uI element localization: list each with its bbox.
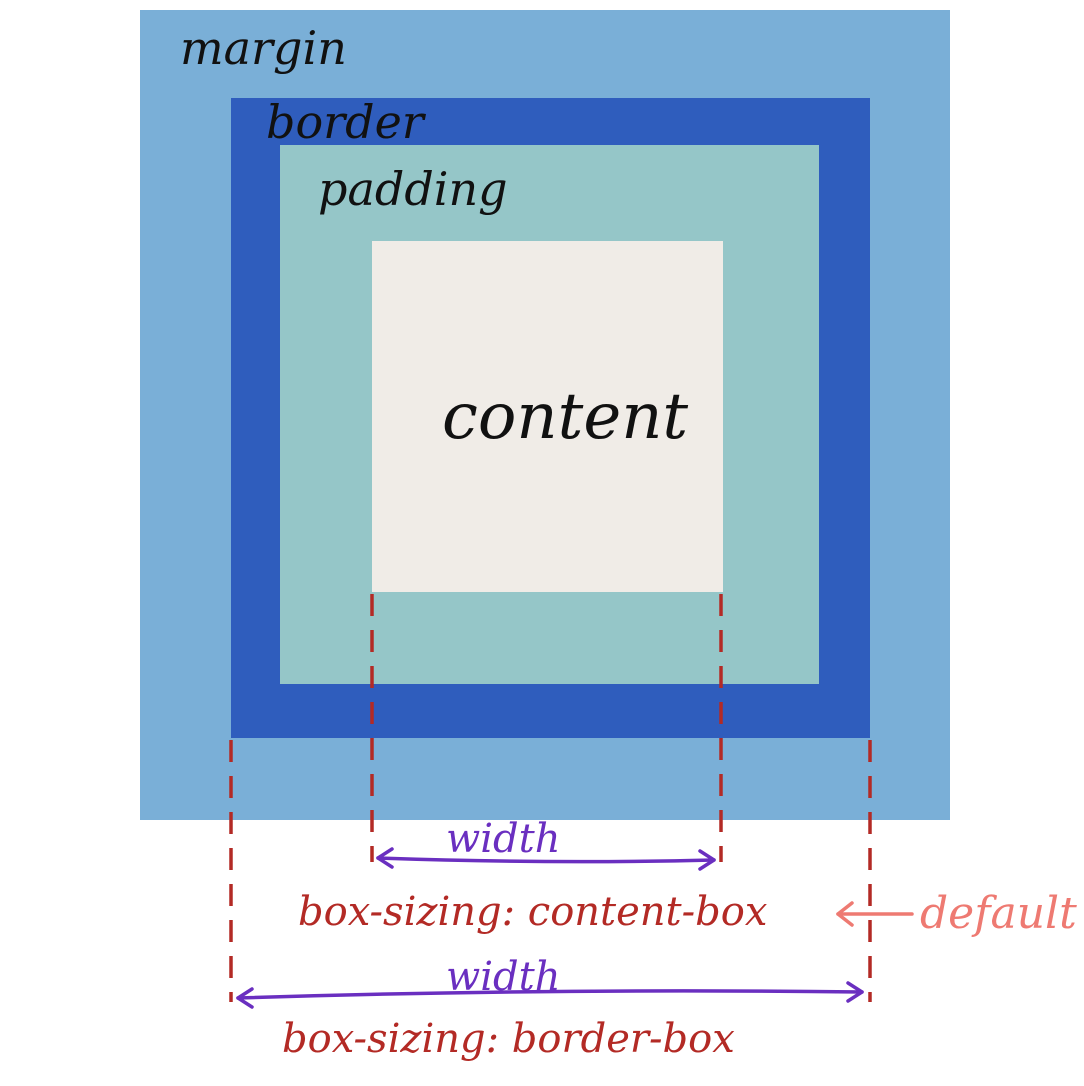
- border-width-arrow: [236, 981, 864, 1009]
- default-label: default: [920, 888, 1077, 939]
- border-label: border: [266, 95, 427, 149]
- default-pointer-arrow: [836, 901, 914, 927]
- content-box: [372, 241, 723, 592]
- content-width-arrow: [376, 847, 716, 871]
- content-width-label: width: [446, 816, 560, 862]
- border-width-label: width: [446, 954, 560, 1000]
- content-box-sizing-label: box-sizing: content-box: [298, 889, 767, 935]
- padding-label: padding: [318, 162, 508, 216]
- margin-label: margin: [180, 21, 347, 75]
- border-box-sizing-label: box-sizing: border-box: [282, 1016, 735, 1062]
- content-label: content: [442, 380, 688, 454]
